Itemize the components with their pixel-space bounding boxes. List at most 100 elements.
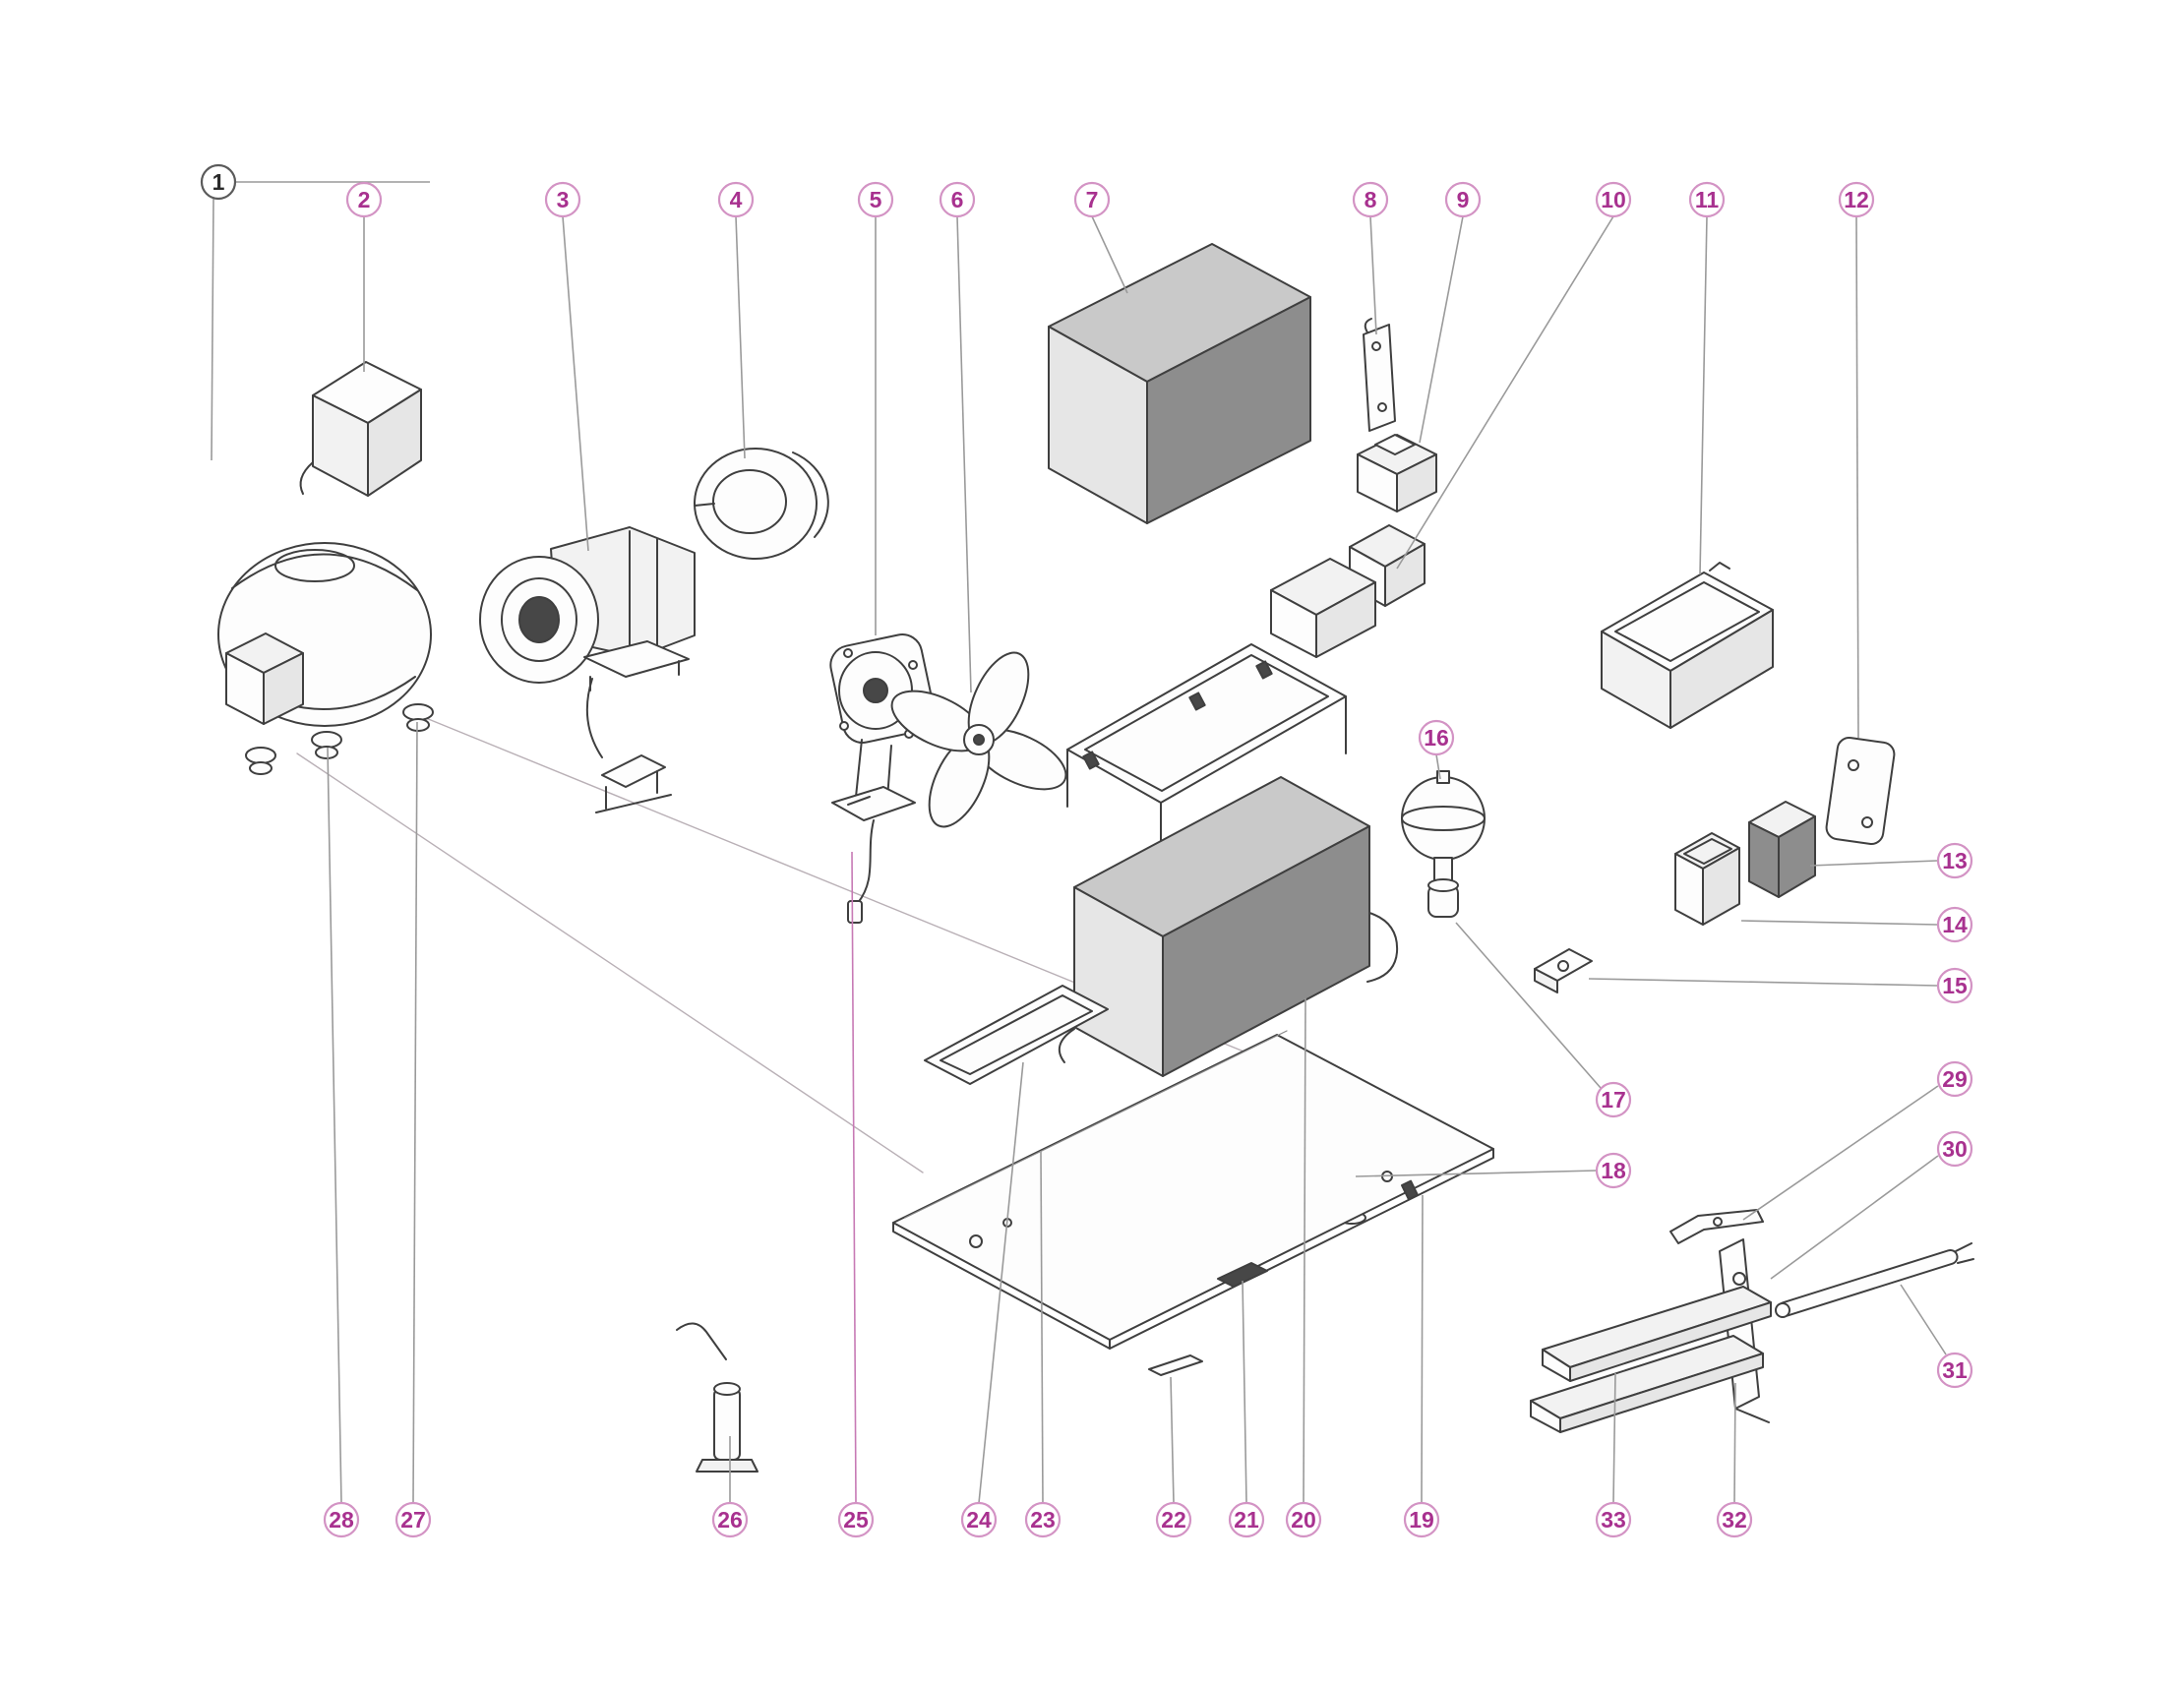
callout-2: 2 xyxy=(345,181,383,218)
callout-26: 26 xyxy=(711,1501,749,1538)
part-compressor xyxy=(217,542,434,775)
leader-lines xyxy=(211,181,1947,1504)
callout-ring-5 xyxy=(857,181,894,218)
mounting-grommet xyxy=(311,731,342,759)
leader-line-20 xyxy=(1303,997,1306,1504)
leader-line-32 xyxy=(1733,1382,1736,1504)
callout-14: 14 xyxy=(1936,906,1973,943)
callout-22: 22 xyxy=(1155,1501,1192,1538)
callout-number-13: 13 xyxy=(1942,848,1968,873)
callout-number-26: 26 xyxy=(717,1507,743,1533)
part-top-bracket xyxy=(1669,1209,1764,1244)
callout-ring-27 xyxy=(394,1501,432,1538)
leader-line-14 xyxy=(1740,920,1938,926)
callout-30: 30 xyxy=(1936,1130,1973,1168)
callout-24: 24 xyxy=(960,1501,998,1538)
part-terminal-bracket xyxy=(1363,318,1396,432)
callout-number-32: 32 xyxy=(1722,1507,1747,1533)
callout-13: 13 xyxy=(1936,842,1973,879)
leader-line-13 xyxy=(1809,860,1938,867)
callout-number-21: 21 xyxy=(1234,1507,1259,1533)
callout-number-22: 22 xyxy=(1161,1507,1186,1533)
callout-number-12: 12 xyxy=(1844,187,1869,212)
latch xyxy=(1217,1262,1268,1288)
part-drain-tray xyxy=(1601,562,1774,729)
callout-19: 19 xyxy=(1403,1501,1440,1538)
callout-ring-15 xyxy=(1936,967,1973,1004)
callout-ring-28 xyxy=(323,1501,360,1538)
callout-16: 16 xyxy=(1418,719,1455,756)
callout-ring-8 xyxy=(1352,181,1389,218)
part-accumulator xyxy=(1401,770,1486,918)
callout-number-2: 2 xyxy=(358,187,371,212)
part-dryer-canister xyxy=(1427,878,1459,918)
leader-line-9 xyxy=(1419,215,1464,444)
part-thermostat xyxy=(676,1322,758,1473)
part-condenser-coil xyxy=(1048,243,1311,524)
callout-23: 23 xyxy=(1024,1501,1062,1538)
callout-31: 31 xyxy=(1936,1352,1973,1389)
callout-number-27: 27 xyxy=(400,1507,426,1533)
callout-number-3: 3 xyxy=(557,187,570,212)
leader-line-10 xyxy=(1396,215,1614,570)
callout-number-33: 33 xyxy=(1601,1507,1626,1533)
callout-7: 7 xyxy=(1073,181,1111,218)
mounting-grommet xyxy=(245,747,276,775)
callout-ring-30 xyxy=(1936,1130,1973,1168)
callout-ring-23 xyxy=(1024,1501,1062,1538)
callout-ring-10 xyxy=(1595,181,1632,218)
callout-ring-24 xyxy=(960,1501,998,1538)
callout-ring-33 xyxy=(1595,1501,1632,1538)
callout-ring-29 xyxy=(1936,1060,1973,1098)
callout-9: 9 xyxy=(1444,181,1482,218)
callout-number-8: 8 xyxy=(1365,187,1377,212)
part-mounting-bracket xyxy=(1534,948,1593,993)
part-end-cap-dark xyxy=(1748,801,1816,898)
callout-ring-32 xyxy=(1716,1501,1753,1538)
callout-number-24: 24 xyxy=(966,1507,992,1533)
callout-number-1: 1 xyxy=(212,169,225,195)
callout-number-25: 25 xyxy=(843,1507,869,1533)
callout-12: 12 xyxy=(1838,181,1875,218)
callout-ring-6 xyxy=(939,181,976,218)
part-blower-assembly xyxy=(479,526,696,813)
callout-number-5: 5 xyxy=(870,187,882,212)
leader-line-12 xyxy=(1855,215,1859,739)
leader-line-24 xyxy=(978,1061,1024,1504)
callout-number-29: 29 xyxy=(1942,1066,1968,1092)
callout-10: 10 xyxy=(1595,181,1632,218)
mounting-grommet xyxy=(402,703,434,732)
part-junction-box xyxy=(1357,434,1437,512)
callout-number-28: 28 xyxy=(329,1507,354,1533)
callout-8: 8 xyxy=(1352,181,1389,218)
callout-ring-22 xyxy=(1155,1501,1192,1538)
callout-29: 29 xyxy=(1936,1060,1973,1098)
callout-ring-26 xyxy=(711,1501,749,1538)
callout-ring-11 xyxy=(1688,181,1726,218)
callout-ring-12 xyxy=(1838,181,1875,218)
part-base-plate xyxy=(892,1030,1494,1376)
leader-line-29 xyxy=(1742,1085,1939,1221)
callout-number-23: 23 xyxy=(1030,1507,1056,1533)
callout-ring-18 xyxy=(1595,1152,1632,1189)
callout-17: 17 xyxy=(1595,1081,1632,1118)
callout-number-15: 15 xyxy=(1942,973,1968,998)
leader-line-30 xyxy=(1770,1155,1939,1280)
leader-line-3 xyxy=(562,215,589,552)
leader-line-4 xyxy=(735,215,746,459)
callout-number-6: 6 xyxy=(951,187,964,212)
callout-number-7: 7 xyxy=(1086,187,1099,212)
part-electrical-box xyxy=(299,361,422,497)
callout-18: 18 xyxy=(1595,1152,1632,1189)
callout-5: 5 xyxy=(857,181,894,218)
part-channel-trays xyxy=(1530,1286,1772,1433)
callout-ring-7 xyxy=(1073,181,1111,218)
callout-number-9: 9 xyxy=(1457,187,1470,212)
leader-line-7 xyxy=(1091,215,1128,294)
callout-32: 32 xyxy=(1716,1501,1753,1538)
leader-line-28 xyxy=(327,747,342,1504)
callout-ring-14 xyxy=(1936,906,1973,943)
